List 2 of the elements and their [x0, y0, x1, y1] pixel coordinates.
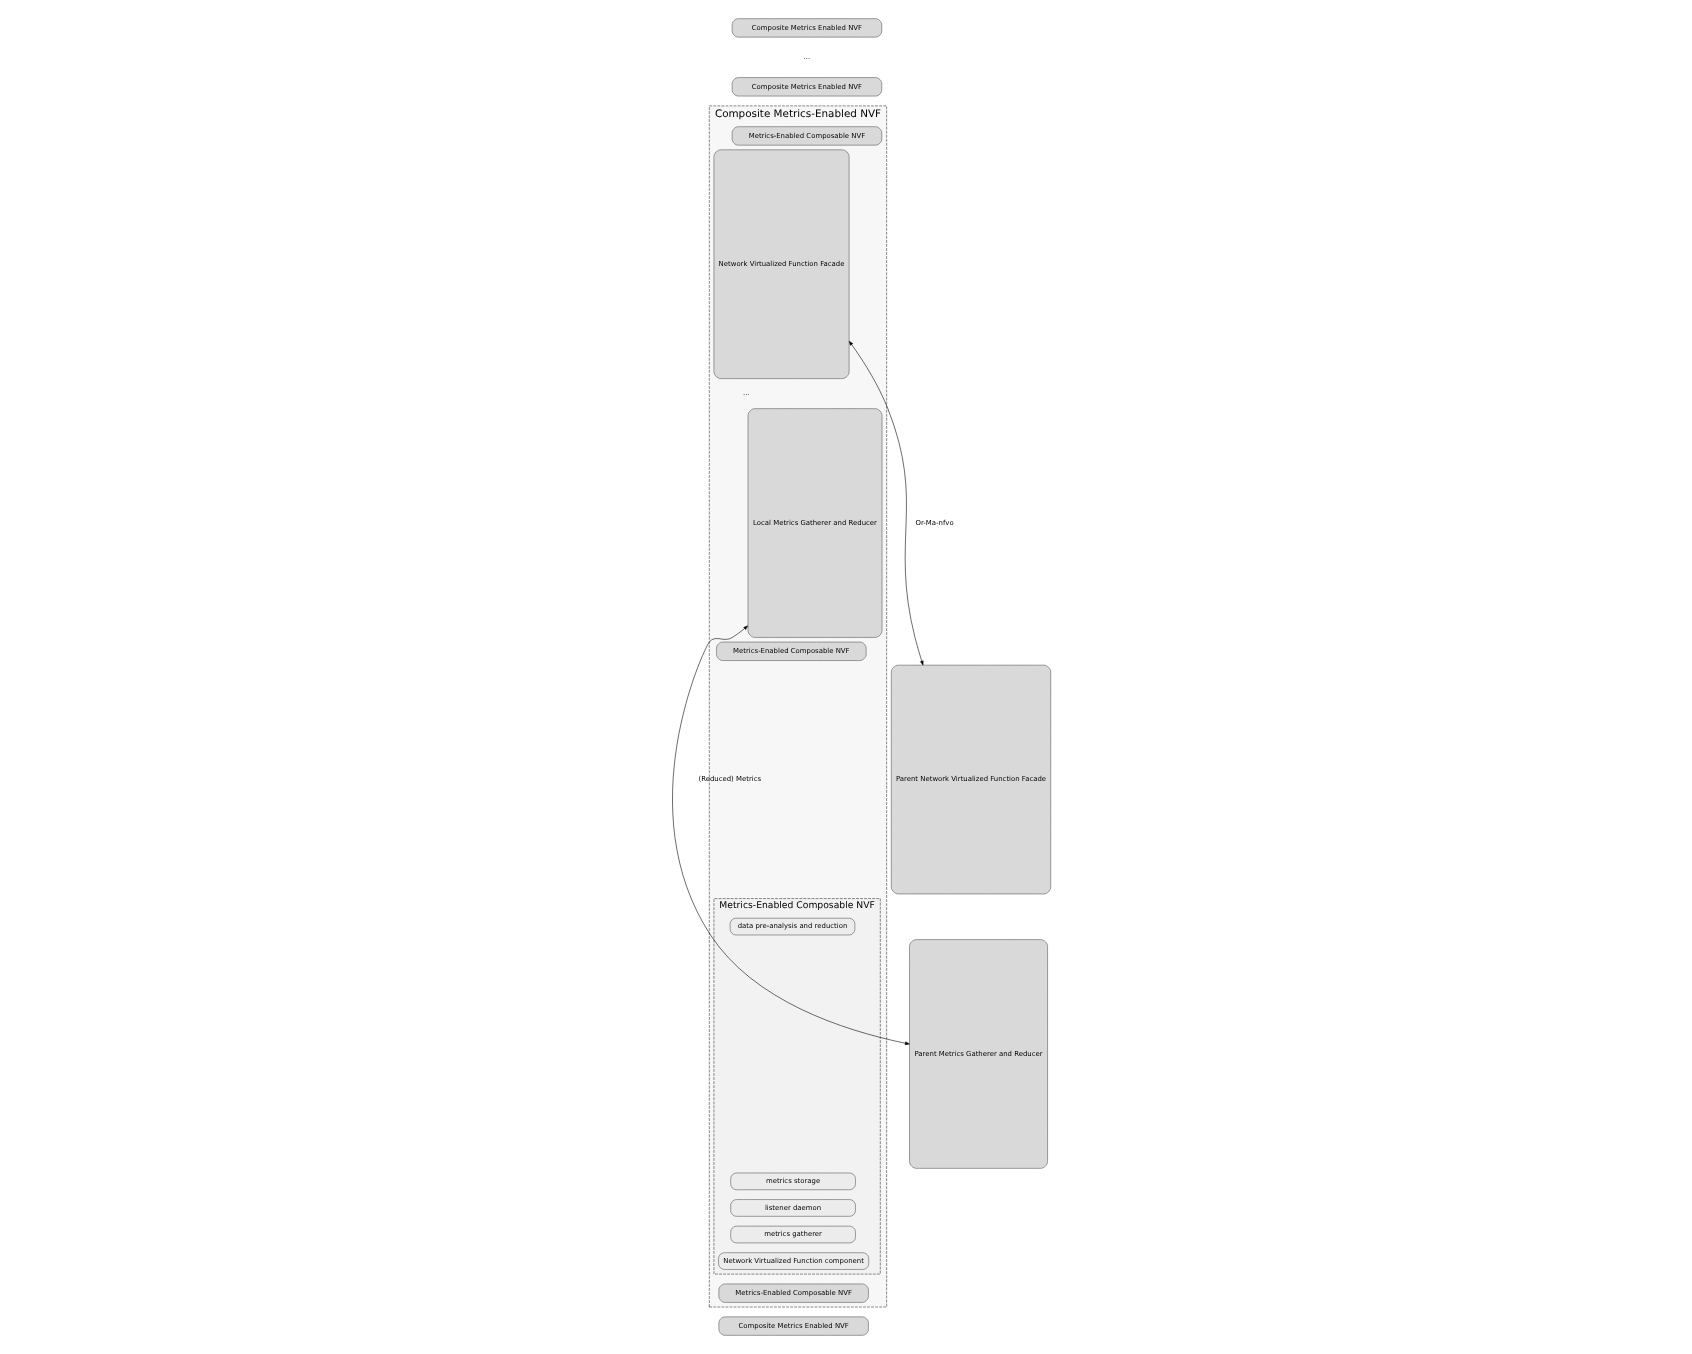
- arrow: [848, 340, 924, 666]
- arrow: [672, 625, 910, 1045]
